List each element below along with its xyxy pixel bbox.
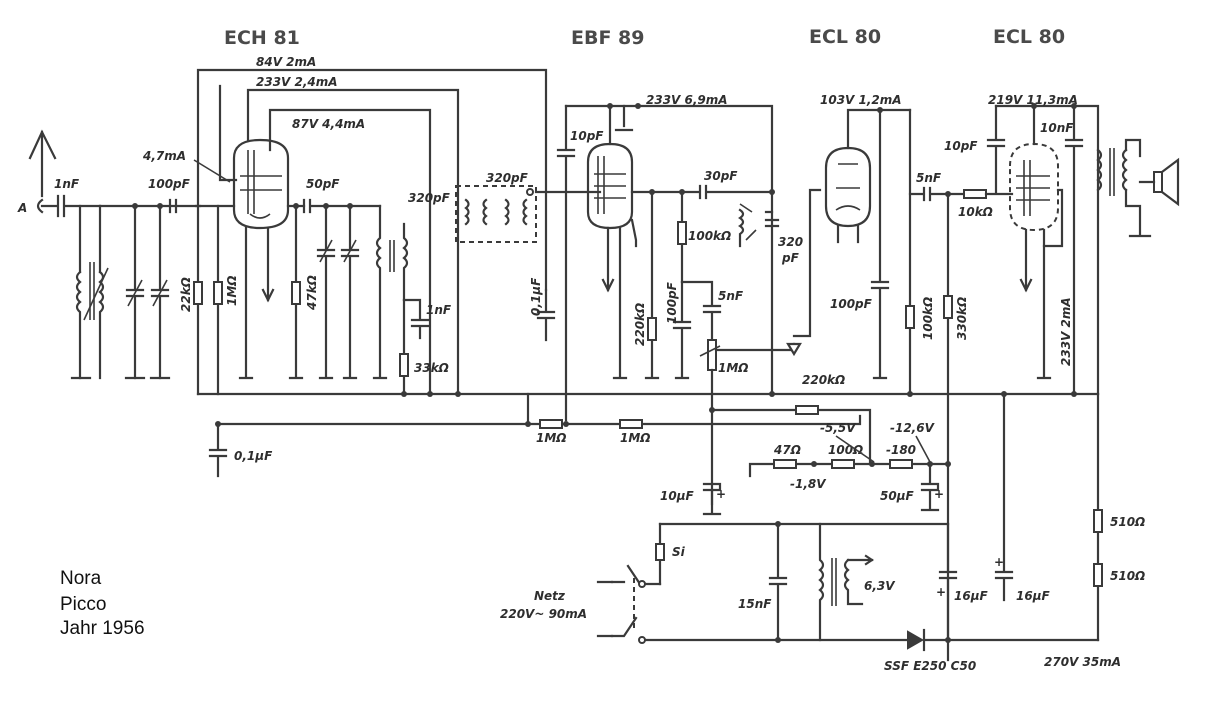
note-model: Picco — [60, 594, 107, 615]
cap-50uF-label: 50µF — [880, 489, 915, 503]
tube-ecl80-triode — [824, 146, 872, 228]
cap-320pF-a-label: 320pF — [408, 191, 451, 205]
power-transformer — [818, 522, 874, 642]
pot-1M-label: 1MΩ — [718, 361, 749, 375]
res-22k-label: 22kΩ — [179, 277, 193, 312]
voltage-m180-label: -180 — [886, 443, 916, 457]
mains-label: Netz — [534, 589, 566, 603]
res-1M-c-label: 1MΩ — [620, 431, 651, 445]
res-47k-label: 47kΩ — [305, 275, 319, 311]
cap-01uF-a-label: 0,1µF — [529, 277, 543, 316]
cap-5nF-a-label: 5nF — [718, 289, 744, 303]
tube-title-ecl80-b: ECL 80 — [993, 26, 1065, 48]
res-330k-label: 330kΩ — [955, 297, 969, 340]
tube-title-ecl80-a: ECL 80 — [809, 26, 881, 48]
cap-320pF-c-label: 320 — [778, 235, 803, 249]
svg-text:+: + — [934, 487, 944, 501]
res-47-label: 47Ω — [773, 443, 801, 457]
cap-10pF-a-label: 10pF — [570, 129, 604, 143]
res-1M-a-label: 1MΩ — [225, 276, 239, 307]
output-transformer — [1096, 138, 1152, 238]
mains-voltage-label: 220V~ 90mA — [500, 607, 587, 621]
voltage-233V-c-label: 233V 2mA — [1059, 297, 1073, 366]
tube-title-ebf89: EBF 89 — [571, 27, 645, 49]
note-year: Jahr 1956 — [60, 618, 145, 639]
res-1M-b-label: 1MΩ — [536, 431, 567, 445]
cap-10nF-label: 10nF — [1040, 121, 1074, 135]
cap-320pF-c2-label: pF — [781, 251, 800, 265]
tube-ebf89 — [586, 142, 634, 230]
tuning-caps — [125, 204, 170, 380]
antenna-coil — [75, 204, 109, 380]
res-220k-a-label: 220kΩ — [633, 303, 647, 346]
rectifier-diode — [907, 628, 926, 652]
res-100k-a-label: 100kΩ — [688, 229, 731, 243]
res-33k-label: 33kΩ — [414, 361, 449, 375]
cap-5nF-b-label: 5nF — [916, 171, 942, 185]
cap-1nF-b-label: 1nF — [426, 303, 452, 317]
voltage-270V-label: 270V 35mA — [1044, 655, 1121, 669]
cap-50pF-label: 50pF — [306, 177, 340, 191]
res-100-label: 100Ω — [828, 443, 863, 457]
svg-text:+: + — [716, 487, 726, 501]
cap-16uF-a-label: 16µF — [954, 589, 989, 603]
voltage-233V-a-label: 233V 2,4mA — [256, 75, 338, 89]
tube-ecl80-pentode — [1009, 142, 1059, 232]
speaker-icon — [1138, 157, 1180, 207]
cap-30pF-label: 30pF — [704, 169, 738, 183]
res-510-a-label: 510Ω — [1110, 515, 1145, 529]
cap-100pF-label: 100pF — [148, 177, 191, 191]
antenna-symbol — [28, 129, 57, 214]
voltage-m126-label: -12,6V — [890, 421, 936, 435]
heater-voltage-label: 6,3V — [864, 579, 896, 593]
voltage-233V-b-label: 233V 6,9mA — [646, 93, 728, 107]
voltage-103V-label: 103V 1,2mA — [820, 93, 902, 107]
cap-15nF-label: 15nF — [738, 597, 772, 611]
voltage-219V-label: 219V 11,3mA — [988, 93, 1078, 107]
cap-10uF-label: 10µF — [660, 489, 695, 503]
cap-100pF-b-label: 100pF — [665, 281, 679, 324]
res-510-b-label: 510Ω — [1110, 569, 1145, 583]
res-220k-b-label: 220kΩ — [802, 373, 845, 387]
cap-320pF-b-label: 320pF — [486, 171, 529, 185]
svg-text:+: + — [936, 585, 946, 599]
tube-title-ech81: ECH 81 — [224, 27, 300, 49]
cap-100pF-c-label: 100pF — [830, 297, 873, 311]
fuse-label: Si — [672, 545, 686, 559]
current-47mA-label: 4,7mA — [142, 149, 186, 163]
if-transformer-1 — [455, 185, 537, 243]
voltage-87V-label: 87V 4,4mA — [292, 117, 365, 131]
cap-01uF-b-label: 0,1µF — [234, 449, 273, 463]
antenna-label: A — [17, 201, 27, 215]
res-100k-b-label: 100kΩ — [921, 297, 935, 340]
cap-16uF-b-label: 16µF — [1016, 589, 1051, 603]
voltage-84V-label: 84V 2mA — [256, 55, 316, 69]
svg-text:+: + — [994, 555, 1004, 569]
antenna-cap-label: 1nF — [54, 177, 80, 191]
voltage-m55-label: -5,5V — [820, 421, 857, 435]
cap-10pF-b-label: 10pF — [944, 139, 978, 153]
rectifier-label: SSF E250 C50 — [884, 659, 976, 673]
tube-ech81 — [232, 138, 290, 230]
note-brand: Nora — [60, 568, 102, 589]
res-10k-label: 10kΩ — [958, 205, 993, 219]
voltage-m18-label: -1,8V — [790, 477, 827, 491]
